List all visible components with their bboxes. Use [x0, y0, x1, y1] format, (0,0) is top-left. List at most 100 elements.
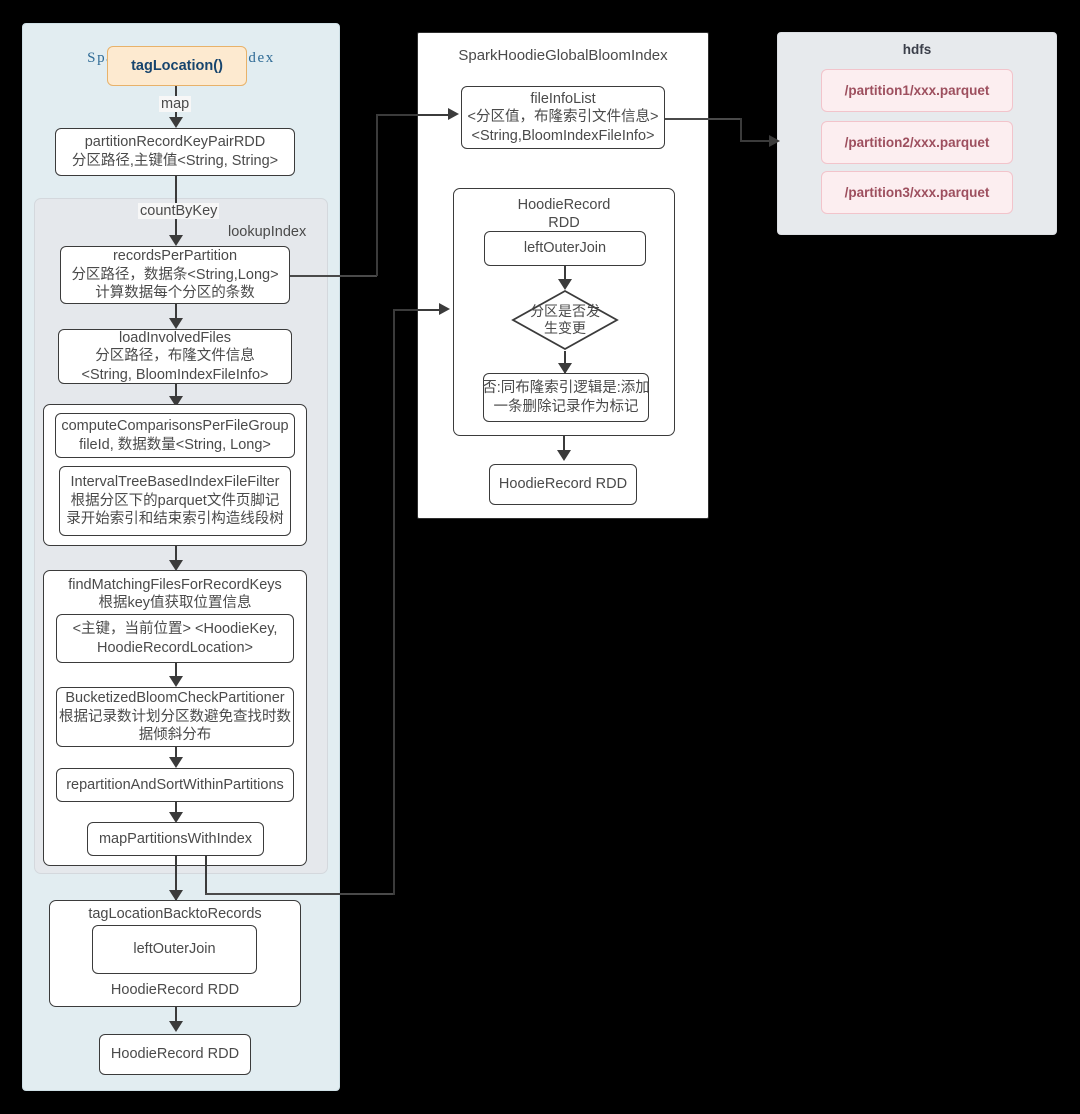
box-file-info-list[interactable]: fileInfoList <分区值，布隆索引文件信息> <String,Bloo… [461, 86, 665, 149]
arrow-head-repartition [169, 757, 183, 768]
box-hoodie-key-location[interactable]: <主键，当前位置> <HoodieKey, HoodieRecordLocati… [56, 614, 294, 663]
arrow-head-result [558, 363, 572, 374]
decision-line-2: 生变更 [544, 320, 586, 336]
shell-title-line-1: findMatchingFilesForRecordKeys [68, 577, 282, 593]
arrow-head-loadinvolvedfiles [169, 318, 183, 329]
connector-records-to-fileinfo-seg2 [376, 115, 379, 276]
box-line-2: 根据分区下的parquet文件页脚记 [70, 492, 280, 509]
box-line-2: 分区路径，布隆文件信息 [95, 348, 255, 365]
shell-title-line-2: RDD [548, 215, 580, 232]
edge-hoodiekey-to-bucketized [175, 663, 178, 685]
shell-hoodie-title: HoodieRecord RDD [453, 196, 675, 232]
edge-label-countbykey: countByKey [138, 203, 220, 219]
shell-title-line-1: HoodieRecord [517, 197, 611, 213]
hdfs-item-partition3[interactable]: /partition3/xxx.parquet [821, 171, 1013, 214]
box-line-1: recordsPerPartition [112, 248, 238, 265]
box-line-1: HoodieRecord RDD [110, 1046, 240, 1063]
box-left-outer-join-left[interactable]: leftOuterJoin [92, 925, 257, 974]
edge-repartition-to-mappartitions [175, 802, 178, 820]
panel-hdfs-title: hdfs [902, 42, 932, 57]
connector-mappartitions-to-hoodie-seg4 [393, 309, 441, 312]
arrow-head-hdfs [769, 135, 780, 147]
box-bucketized-bloom-check-partitioner[interactable]: BucketizedBloomCheckPartitioner 根据记录数计划分… [56, 687, 294, 747]
box-line-1: partitionRecordKeyPairRDD [84, 134, 266, 151]
box-compute-comparisons-per-file-group[interactable]: computeComparisonsPerFileGroup fileId, 数… [55, 413, 295, 458]
arrow-head-computegroup [169, 396, 183, 407]
box-line-1: loadInvolvedFiles [118, 329, 232, 346]
box-delete-record-marker[interactable]: 否:同布隆索引逻辑是:添加 一条删除记录作为标记 [482, 373, 650, 422]
edge-computegroup-to-findmatching [175, 546, 178, 568]
decision-label: 分区是否发 生变更 [511, 289, 619, 351]
box-line-3: 据倾斜分布 [138, 727, 212, 744]
box-repartition-and-sort-within-partitions[interactable]: repartitionAndSortWithinPartitions [56, 768, 294, 802]
box-line-2: 分区路径,主键值<String, String> [71, 153, 279, 169]
box-line-2: <分区值，布隆索引文件信息> [467, 109, 659, 126]
box-line-2: 分区路径，数据条<String,Long> [71, 266, 279, 283]
connector-records-to-fileinfo-seg1 [290, 275, 377, 277]
hdfs-item-partition1[interactable]: /partition1/xxx.parquet [821, 69, 1013, 112]
arrow-head-finalrdd [169, 1021, 183, 1032]
group-lookup-index-label: lookupIndex [228, 224, 307, 240]
box-line-3: 录开始索引和结束索引构造线段树 [66, 511, 284, 528]
hdfs-item-partition2[interactable]: /partition2/xxx.parquet [821, 121, 1013, 164]
edge-label-map: map [159, 96, 192, 112]
box-line-1: mapPartitionsWithIndex [98, 830, 253, 847]
box-hoodie-record-rdd-mid[interactable]: HoodieRecord RDD [489, 464, 637, 505]
box-line-2: fileId, 数据数量<String, Long> [79, 436, 271, 453]
tag-location-button[interactable]: tagLocation() [107, 46, 247, 86]
box-map-partitions-with-index[interactable]: mapPartitionsWithIndex [87, 822, 264, 856]
box-line-1: BucketizedBloomCheckPartitioner [65, 690, 285, 707]
box-line-1: leftOuterJoin [133, 941, 216, 958]
box-line-1: fileInfoList [530, 90, 596, 107]
arrow-head-decision [558, 279, 572, 290]
arrow-head-mappartitions [169, 812, 183, 823]
box-line-2: 根据记录数计划分区数避免查找时数 [59, 708, 291, 725]
box-line-1: computeComparisonsPerFileGroup [61, 417, 289, 434]
box-line-1: leftOuterJoin [523, 240, 607, 257]
box-line-1: <主键，当前位置> <HoodieKey, [72, 620, 278, 637]
connector-mappartitions-to-hoodie-seg3 [393, 310, 396, 895]
arrow-head-hoodie-group [439, 303, 450, 315]
decision-line-1: 分区是否发 [530, 303, 600, 320]
box-line-1: IntervalTreeBasedIndexFileFilter [70, 474, 280, 491]
box-load-involved-files[interactable]: loadInvolvedFiles 分区路径，布隆文件信息 <String, B… [58, 329, 292, 384]
shell-tagback-footer: HoodieRecord RDD [110, 982, 240, 998]
box-line-3: <String, BloomIndexFileInfo> [81, 366, 269, 383]
connector-mappartitions-to-hoodie-seg1 [205, 856, 208, 894]
edge-decision-to-result [564, 351, 567, 373]
panel-mid-title: SparkHoodieGlobalBloomIndex [458, 47, 668, 64]
shell-tagback-title: tagLocationBacktoRecords [88, 906, 262, 922]
box-line-1: 否:同布隆索引逻辑是:添加 [482, 379, 650, 396]
edge-recordsperpartition-to-loadinvolvedfiles [175, 304, 178, 324]
box-line-2: 一条删除记录作为标记 [493, 398, 639, 415]
box-line-3: 计算数据每个分区的条数 [95, 285, 255, 302]
arrow-head-map [169, 117, 183, 128]
arrow-head-fileinfolist [448, 108, 459, 120]
arrow-head-tagback [169, 890, 183, 901]
box-interval-tree-based-index-file-filter[interactable]: IntervalTreeBasedIndexFileFilter 根据分区下的p… [59, 466, 291, 536]
arrow-head-outrdd [557, 450, 571, 461]
edge-mappartitions-to-tagback [175, 856, 178, 908]
edge-bucketized-to-repartition [175, 747, 178, 765]
connector-fileinfo-to-hdfs-seg2 [740, 118, 743, 142]
box-records-per-partition[interactable]: recordsPerPartition 分区路径，数据条<String,Long… [60, 246, 290, 304]
shell-title-line-2: 根据key值获取位置信息 [98, 595, 252, 612]
arrow-head-countbykey [169, 235, 183, 246]
box-hoodie-record-rdd-left[interactable]: HoodieRecord RDD [99, 1034, 251, 1075]
edge-leftouterjoin-to-decision [564, 266, 567, 288]
edge-tagback-to-finalrdd [175, 1007, 178, 1029]
arrow-head-bucketized [169, 676, 183, 687]
box-line-2: HoodieRecordLocation> [97, 639, 253, 656]
connector-records-to-fileinfo-seg3 [376, 114, 450, 117]
connector-mappartitions-to-hoodie-seg2 [205, 893, 395, 895]
diamond-shape-icon [511, 289, 619, 351]
edge-group-to-outrdd [563, 436, 566, 458]
box-line-3: <String,BloomIndexFileInfo> [471, 127, 655, 144]
connector-fileinfo-to-hdfs-seg3 [740, 140, 772, 143]
box-line-1: HoodieRecord RDD [498, 476, 628, 493]
box-left-outer-join-mid[interactable]: leftOuterJoin [484, 231, 646, 266]
decision-partition-changed[interactable]: 分区是否发 生变更 [511, 289, 619, 351]
connector-fileinfo-to-hdfs-seg1 [665, 118, 742, 120]
box-partition-record-key-pair-rdd[interactable]: partitionRecordKeyPairRDD 分区路径,主键值<Strin… [55, 128, 295, 176]
